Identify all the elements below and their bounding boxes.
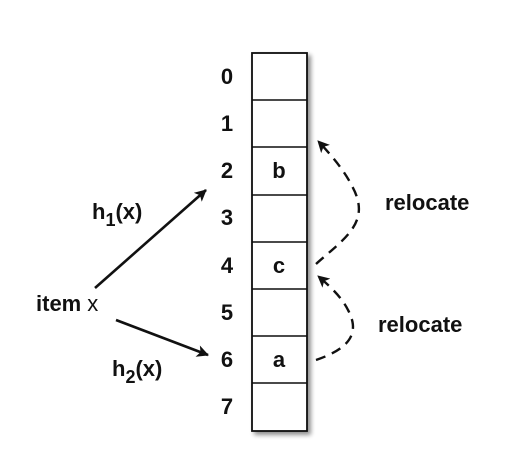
- index-label-1: 1: [221, 111, 233, 136]
- item-word: item: [36, 291, 81, 316]
- cell-contents: b c a: [272, 158, 286, 372]
- index-label-7: 7: [221, 394, 233, 419]
- h1-label: h1(x): [92, 199, 142, 230]
- relocate-arrow-a-to-c: [315, 275, 355, 362]
- h1-subscript: 1: [105, 210, 115, 230]
- relocate-label-upper: relocate: [385, 190, 469, 215]
- h1-letter: h: [92, 199, 105, 224]
- index-label-4: 4: [221, 253, 234, 278]
- h2-label: h2(x): [112, 356, 162, 387]
- h2-letter: h: [112, 356, 125, 381]
- h2-arg: (x): [135, 356, 162, 381]
- relocate-label-lower: relocate: [378, 312, 462, 337]
- h1-arg: (x): [115, 199, 142, 224]
- h2-subscript: 2: [125, 367, 135, 387]
- index-label-5: 5: [221, 300, 233, 325]
- h2-arrow: [115, 318, 209, 357]
- cell-value-2: b: [272, 158, 285, 183]
- cell-value-4: c: [273, 253, 285, 278]
- index-label-6: 6: [221, 347, 233, 372]
- index-label-2: 2: [221, 158, 233, 183]
- cell-value-6: a: [273, 347, 286, 372]
- item-variable: x: [87, 291, 98, 316]
- index-label-3: 3: [221, 205, 233, 230]
- index-labels: 0 1 2 3 4 5 6 7: [221, 64, 234, 419]
- index-label-0: 0: [221, 64, 233, 89]
- h1-arrow: [94, 189, 207, 289]
- relocate-arrow-c-to-b: [315, 140, 360, 265]
- hash-table: [251, 52, 308, 432]
